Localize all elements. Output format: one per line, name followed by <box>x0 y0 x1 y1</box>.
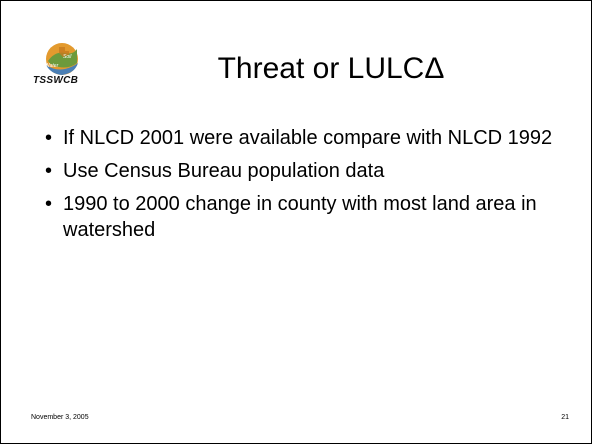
logo-water-label: Water <box>45 63 59 69</box>
logo-wordmark: TSSWCB <box>33 75 79 86</box>
bullet-dot-icon: • <box>45 193 53 215</box>
slide-title: Threat or LULCΔ <box>217 52 445 85</box>
tsswcb-logo: Soil Water TSSWCB <box>33 41 113 99</box>
bullet-text: If NLCD 2001 were available compare with… <box>63 127 553 149</box>
footer-date: November 3, 2005 <box>31 414 89 421</box>
page-number: 21 <box>561 414 569 421</box>
bullet-text: 1990 to 2000 change in county with most … <box>63 193 537 241</box>
bullet-text: Use Census Bureau population data <box>63 160 385 182</box>
bullet-item: • If NLCD 2001 were available compare wi… <box>45 125 565 151</box>
logo-emblem-icon <box>46 43 78 75</box>
bullet-dot-icon: • <box>45 127 53 149</box>
bullet-dot-icon: • <box>45 160 53 182</box>
logo-soil-label: Soil <box>63 54 72 60</box>
bullet-item: • Use Census Bureau population data <box>45 158 565 184</box>
bullet-item: • 1990 to 2000 change in county with mos… <box>45 191 565 243</box>
bullet-list: • If NLCD 2001 were available compare wi… <box>45 125 565 250</box>
